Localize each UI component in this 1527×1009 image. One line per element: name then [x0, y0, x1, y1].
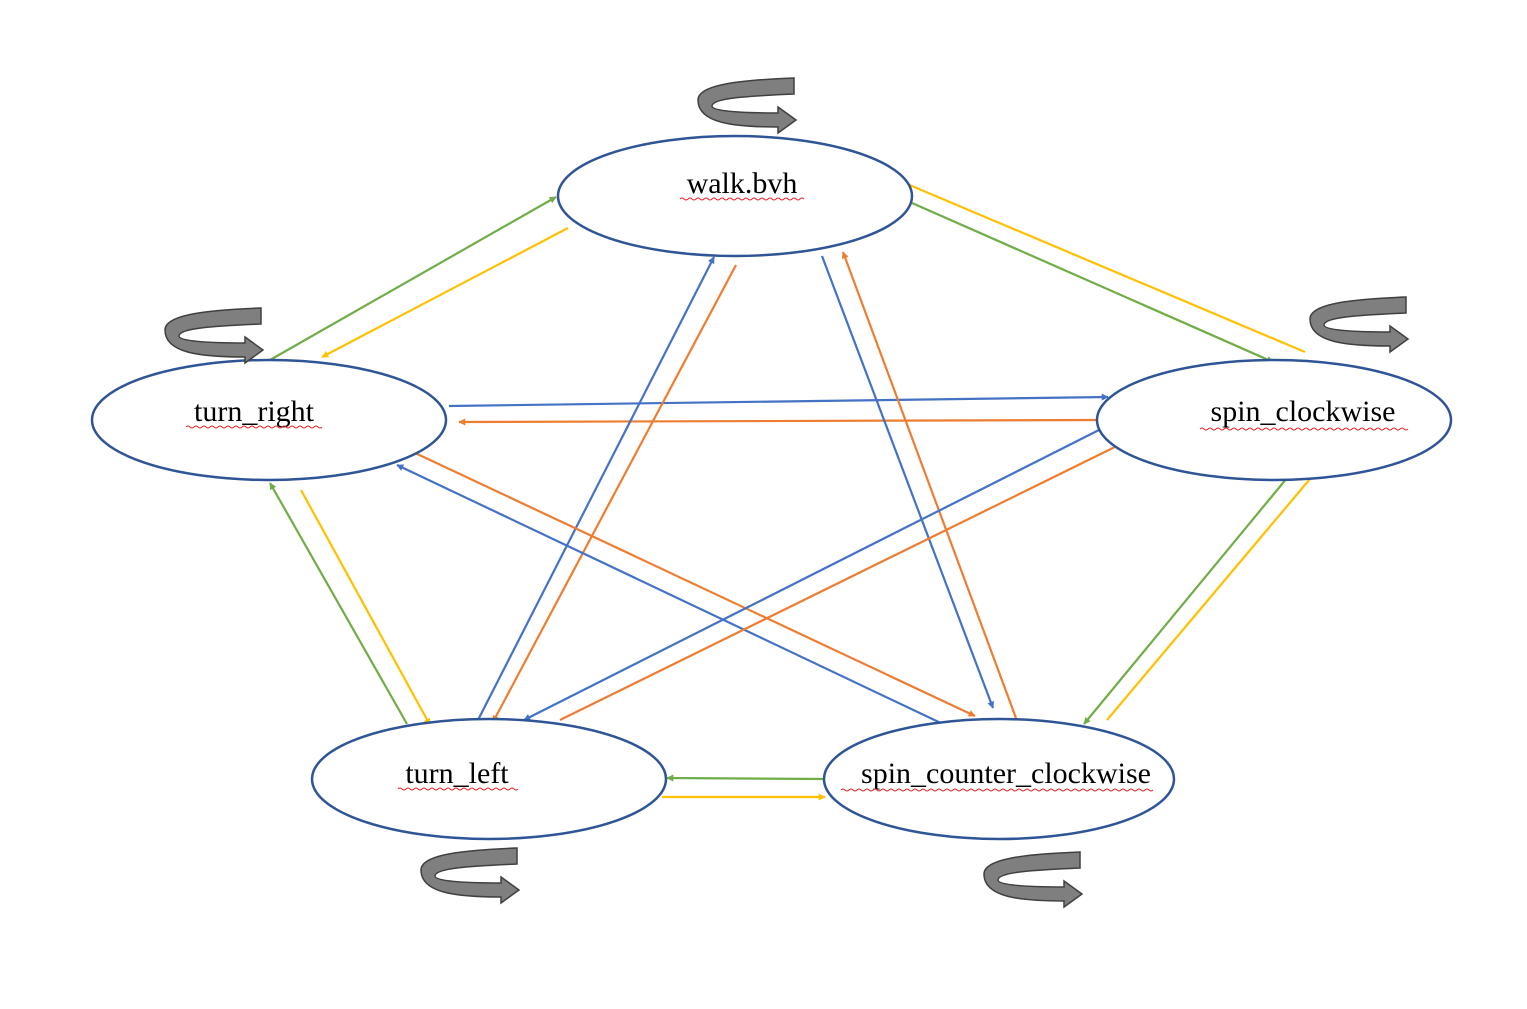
- edge-turn-right-to-walk: [269, 196, 557, 361]
- node-turn-right: turn_right: [90, 358, 448, 482]
- node-turn-right-ellipse: [90, 358, 448, 482]
- edge-spin-ccw-to-spin-clockwise: [1106, 472, 1316, 721]
- spellcheck-underline: [679, 197, 805, 201]
- edge-walk-to-spin-ccw: [820, 255, 995, 709]
- edge-spin-clockwise-to-spin-ccw: [1083, 477, 1288, 725]
- edge-turn-right-to-turn-left: [300, 489, 431, 726]
- node-spin-counter-clockwise-ellipse: [822, 717, 1176, 841]
- node-spin-clockwise: spin_clockwise: [1095, 358, 1453, 482]
- edge-spin-clockwise-to-walk: [899, 179, 1306, 354]
- node-turn-right-label: turn_right: [194, 395, 315, 428]
- node-walk-label: walk.bvh: [687, 167, 798, 200]
- edge-spin-ccw-to-turn-left: [666, 774, 824, 782]
- spellcheck-underline: [397, 787, 519, 791]
- edge-turn-left-to-turn-right: [269, 482, 408, 725]
- node-turn-left-label: turn_left: [405, 757, 509, 790]
- edge-turn-right-to-spin-ccw: [412, 451, 976, 717]
- edge-walk-to-turn-left: [492, 264, 737, 723]
- edge-spin-clockwise-to-turn-right: [458, 418, 1101, 426]
- self-loop-walk-curved-loop-arrow-icon: [697, 77, 798, 135]
- self-loop-turn-left-curved-loop-arrow-icon: [420, 847, 521, 905]
- self-loop-spin-clockwise-curved-loop-arrow-icon: [1309, 296, 1410, 354]
- spellcheck-underline: [185, 425, 323, 429]
- node-walk-ellipse: [556, 134, 914, 258]
- transition-edges: [269, 179, 1316, 801]
- self-loop-turn-right-curved-loop-arrow-icon: [164, 307, 265, 365]
- edge-turn-right-to-spin-clockwise: [448, 393, 1109, 408]
- node-turn-left-ellipse: [310, 717, 668, 841]
- edge-spin-ccw-to-turn-right: [396, 464, 946, 726]
- node-spin-counter-clockwise: spin_counter_clockwise: [822, 717, 1176, 841]
- node-spin-clockwise-ellipse: [1095, 358, 1453, 482]
- edge-turn-left-to-spin-clockwise: [559, 443, 1122, 721]
- spellcheck-underline: [1199, 427, 1409, 431]
- spellcheck-underline: [840, 788, 1154, 792]
- node-spin-clockwise-label: spin_clockwise: [1211, 395, 1396, 428]
- node-spin-counter-clockwise-label: spin_counter_clockwise: [861, 757, 1151, 790]
- edge-spin-ccw-to-walk: [841, 251, 1018, 719]
- edge-turn-left-to-walk: [477, 256, 715, 721]
- node-turn-left: turn_left: [310, 717, 668, 841]
- self-loop-spin-counter-clockwise-curved-loop-arrow-icon: [983, 851, 1084, 909]
- edge-spin-clockwise-to-turn-left: [523, 429, 1100, 721]
- node-walk: walk.bvh: [556, 134, 914, 258]
- edge-walk-to-spin-clockwise: [911, 201, 1274, 364]
- edge-walk-to-turn-right: [321, 227, 569, 358]
